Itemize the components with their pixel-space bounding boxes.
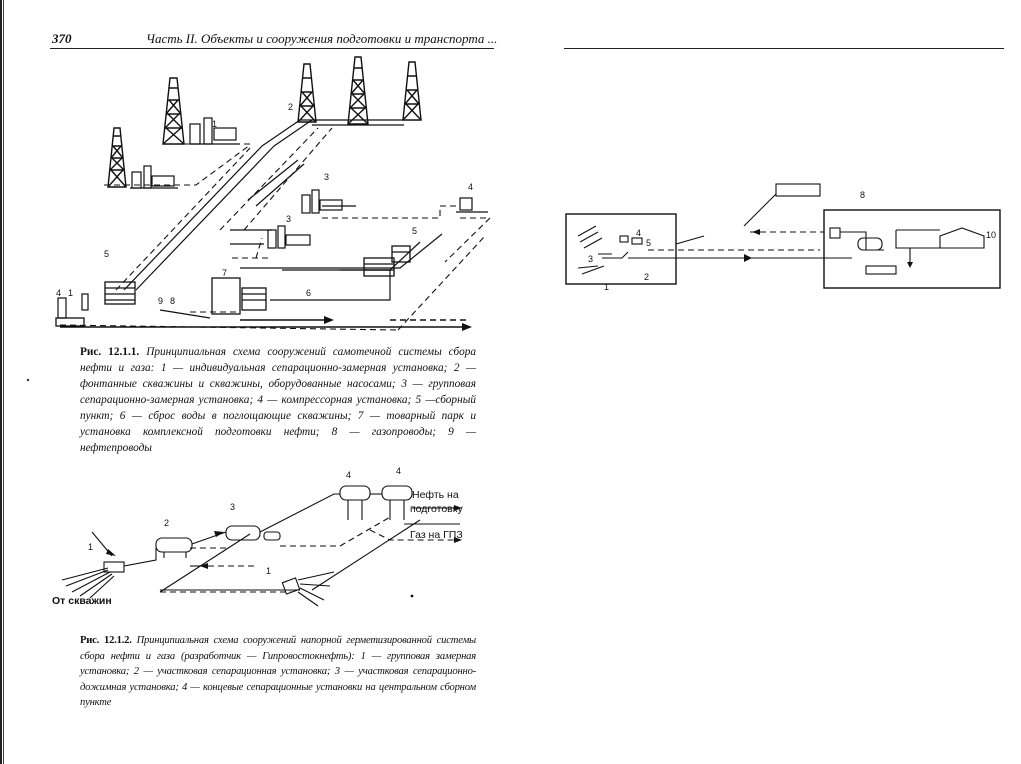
right-fig-label: 3	[588, 254, 593, 264]
right-fig-label: 1	[604, 282, 609, 292]
figure-2-caption: Рис. 12.1.2. Принципиальная схема сооруж…	[80, 633, 476, 711]
fig1-label: 4	[468, 182, 473, 192]
fig1-label: 6	[306, 288, 311, 298]
fig1-label: 8	[170, 296, 175, 306]
header-rule-right	[564, 48, 1004, 49]
fig1-label: 1	[212, 119, 217, 129]
right-fig-label: 8	[860, 190, 865, 200]
page-number: 370	[52, 31, 72, 46]
fig1-label: 3	[286, 214, 291, 224]
fig2-label: 2	[164, 518, 169, 528]
fig1-label: 9	[158, 296, 163, 306]
tank-farm-icon	[55, 245, 411, 327]
fig2-label: 1	[266, 566, 271, 576]
figure-2-caption-text: Принципиальная схема сооружений напорной…	[80, 635, 477, 708]
fig1-label: 1	[68, 288, 73, 298]
fig2-label: 4	[396, 466, 401, 476]
derrick-icon	[402, 61, 422, 121]
figure-1-caption: Рис. 12.1.1. Принципиальная схема сооруж…	[80, 344, 476, 456]
figure-1-caption-title: Рис. 12.1.1.	[80, 346, 140, 358]
derrick-icon	[162, 77, 185, 145]
running-head: Часть II. Объекты и сооружения подготовк…	[146, 31, 498, 46]
right-fig-label: 2	[644, 272, 649, 282]
figure-2-diagram: 1 2 3 4 4 1 Нефть на подготовку Газ на Г…	[52, 466, 463, 607]
derrick-icon	[297, 63, 317, 123]
right-fig-label: 10	[986, 230, 996, 240]
fig2-label: 1	[88, 542, 93, 552]
fig1-label: 5	[412, 226, 417, 236]
book-spine	[0, 0, 6, 764]
fig2-label: 4	[346, 470, 351, 480]
derrick-icon	[107, 127, 127, 188]
right-page-diagram: 1 2 3 4 5 8 10	[565, 183, 1001, 292]
header-rule-left	[50, 48, 494, 49]
derrick-icon	[347, 56, 369, 125]
fig1-label: 7	[222, 268, 227, 278]
figure-2-caption-title: Рис. 12.1.2.	[80, 635, 132, 646]
fig1-label: 2	[288, 102, 293, 112]
from-wells-label: От скважин	[52, 595, 112, 607]
right-fig-label: 5	[646, 238, 651, 248]
oil-to-treatment-label-line1: Нефть на	[412, 489, 459, 501]
figure-1-diagram: 1 2 3 3 4 4 5 5 6 7 8 9 1	[55, 56, 492, 331]
fig1-label: 5	[104, 249, 109, 259]
fig1-label: 4	[56, 288, 61, 298]
fig2-label: 3	[230, 502, 235, 512]
figure-1-caption-text: Принципиальная схема сооружений самотечн…	[80, 346, 477, 454]
fig1-label: 3	[324, 172, 329, 182]
oil-to-treatment-label-line2: подготовку	[410, 503, 463, 515]
gas-to-gpz-label: Газ на ГПЗ	[410, 529, 463, 541]
right-fig-label: 4	[636, 228, 641, 238]
